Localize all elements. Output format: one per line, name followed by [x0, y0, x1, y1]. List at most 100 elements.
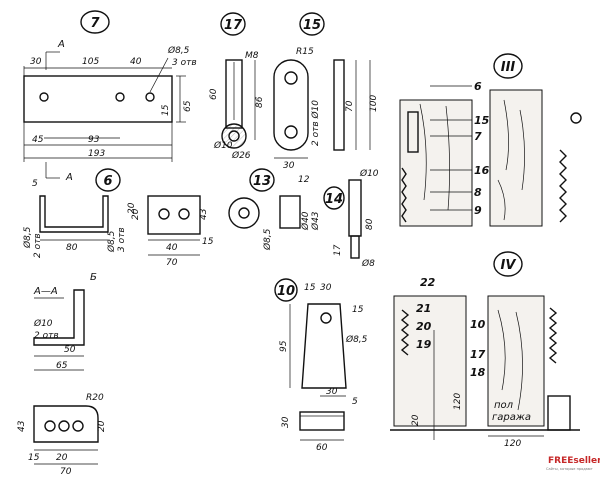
plate-three-holes: R20 43 20 15 20 70 [17, 393, 107, 477]
dim-2holes: 2 отв [34, 331, 59, 341]
dim-d85: Ø8,5 [345, 334, 368, 345]
channel-side [147, 195, 201, 235]
dim-2holes-a: 2 отв [33, 233, 43, 258]
assembly-iii: III 6 15 7 16 8 9 [399, 53, 582, 227]
dim-43: 43 [17, 420, 27, 432]
link-section [333, 59, 345, 151]
callout-15: 15 [474, 114, 490, 127]
part-tag-6: 6 [103, 174, 112, 189]
callout-22: 22 [420, 276, 436, 289]
dim-d85-b: Ø8,5 [106, 230, 117, 253]
dim-15: 15 [304, 283, 316, 293]
wood-right [487, 295, 545, 427]
part-15-link: 15 R15 2 отв Ø10 70 100 30 [273, 12, 379, 171]
spring-right [548, 307, 558, 364]
part-tag-7: 7 [90, 16, 100, 31]
part-tag-13: 13 [253, 174, 271, 189]
dim-120: 120 [453, 393, 463, 410]
section-label-a: A [57, 39, 65, 50]
dim-m8: M8 [245, 51, 259, 61]
dim-93: 93 [88, 135, 100, 145]
part-17-lever: 17 M8 60 86 Ø10 Ø26 [209, 12, 265, 161]
assembly-tag-4: IV [501, 258, 517, 273]
dim-30-b: 30 [326, 387, 338, 397]
hole [115, 92, 125, 102]
spring-right [559, 149, 567, 223]
dim-20: 20 [97, 420, 107, 432]
bracket-base [299, 411, 345, 431]
hole [39, 92, 49, 102]
plate-outline [23, 75, 173, 123]
dim-20: 20 [127, 202, 137, 214]
dim-70: 70 [60, 467, 72, 477]
dim-d85: Ø8,5 [262, 228, 273, 251]
part-tag-10: 10 [277, 284, 295, 299]
dim-d85-a: Ø8,5 [22, 226, 33, 249]
dim-40: 40 [130, 57, 142, 67]
spring-left [400, 309, 410, 356]
bracket-face [301, 303, 347, 389]
dim-20: 20 [411, 414, 421, 426]
callout-16: 16 [474, 164, 490, 177]
dim-d10: Ø10 [33, 318, 53, 329]
part-13-washer: 13 12 Ø8,5 Ø40 Ø43 [228, 168, 321, 251]
dim-70: 70 [345, 100, 355, 112]
section-a-a: A—A Б Ø10 2 отв 50 65 [33, 272, 97, 371]
callout-6: 6 [474, 80, 482, 93]
part-7-plate: 7 A 30 105 40 Ø8,5 3 отв 15 65 45 93 193 [23, 10, 197, 183]
hole [145, 92, 155, 102]
dim-5: 5 [352, 397, 358, 407]
dim-193: 193 [88, 149, 105, 159]
callout-21: 21 [416, 302, 431, 315]
callout-19: 19 [416, 338, 432, 351]
dim-105: 105 [82, 57, 99, 67]
part-14-pin: 14 Ø10 80 17 Ø8 [323, 168, 379, 269]
dim-30-c: 30 [281, 416, 291, 428]
section-b-label: Б [90, 272, 97, 283]
section-label-a-bottom: A [65, 172, 73, 183]
dim-d26: Ø26 [231, 150, 251, 161]
washer-face [228, 197, 260, 229]
section-aa-label: A—A [33, 286, 58, 297]
assembly-tag-3: III [501, 60, 516, 75]
dim-d40: Ø40 [300, 211, 311, 231]
dim-3holes: 3 отв [117, 227, 127, 252]
watermark-brand: FREEseller.RU [548, 456, 600, 466]
dim-2holes: 2 отв Ø10 [310, 100, 321, 146]
dim-45: 45 [32, 135, 44, 145]
dim-50: 50 [64, 345, 76, 355]
dim-d10: Ø10 [359, 168, 379, 179]
dim-65: 65 [183, 100, 193, 112]
dim-43: 43 [199, 208, 209, 220]
dim-r15: R15 [296, 47, 314, 57]
dim-15: 15 [202, 237, 214, 247]
dim-30: 30 [320, 283, 332, 293]
dim-d43: Ø43 [310, 211, 321, 231]
channel-profile [39, 195, 109, 233]
watermark-tagline: Сайты, которые продают [546, 467, 593, 471]
dim-30: 30 [283, 161, 295, 171]
dim-r20: R20 [86, 393, 104, 403]
callout-9: 9 [474, 204, 482, 217]
callout-18: 18 [470, 366, 486, 379]
part-tag-14: 14 [325, 192, 343, 207]
watermark: FREEseller.RU Сайты, которые продают [546, 456, 600, 471]
dim-15-b: 15 [352, 305, 364, 315]
plate-outline [33, 405, 99, 443]
dim-65: 65 [56, 361, 68, 371]
link-outline [273, 59, 309, 151]
dim-70: 70 [166, 258, 178, 268]
dim-86: 86 [255, 96, 265, 108]
dim-15: 15 [28, 453, 40, 463]
dim-20-b: 20 [56, 453, 68, 463]
dim-d10: Ø10 [213, 140, 233, 151]
dim-15: 15 [161, 104, 171, 116]
angle-profile [33, 289, 85, 346]
latch [407, 111, 419, 153]
part-tag-17: 17 [224, 18, 243, 33]
dim-17: 17 [333, 244, 343, 256]
dim-95: 95 [279, 340, 289, 352]
dim-d8: Ø8 [361, 258, 375, 269]
callout-7: 7 [474, 130, 482, 143]
